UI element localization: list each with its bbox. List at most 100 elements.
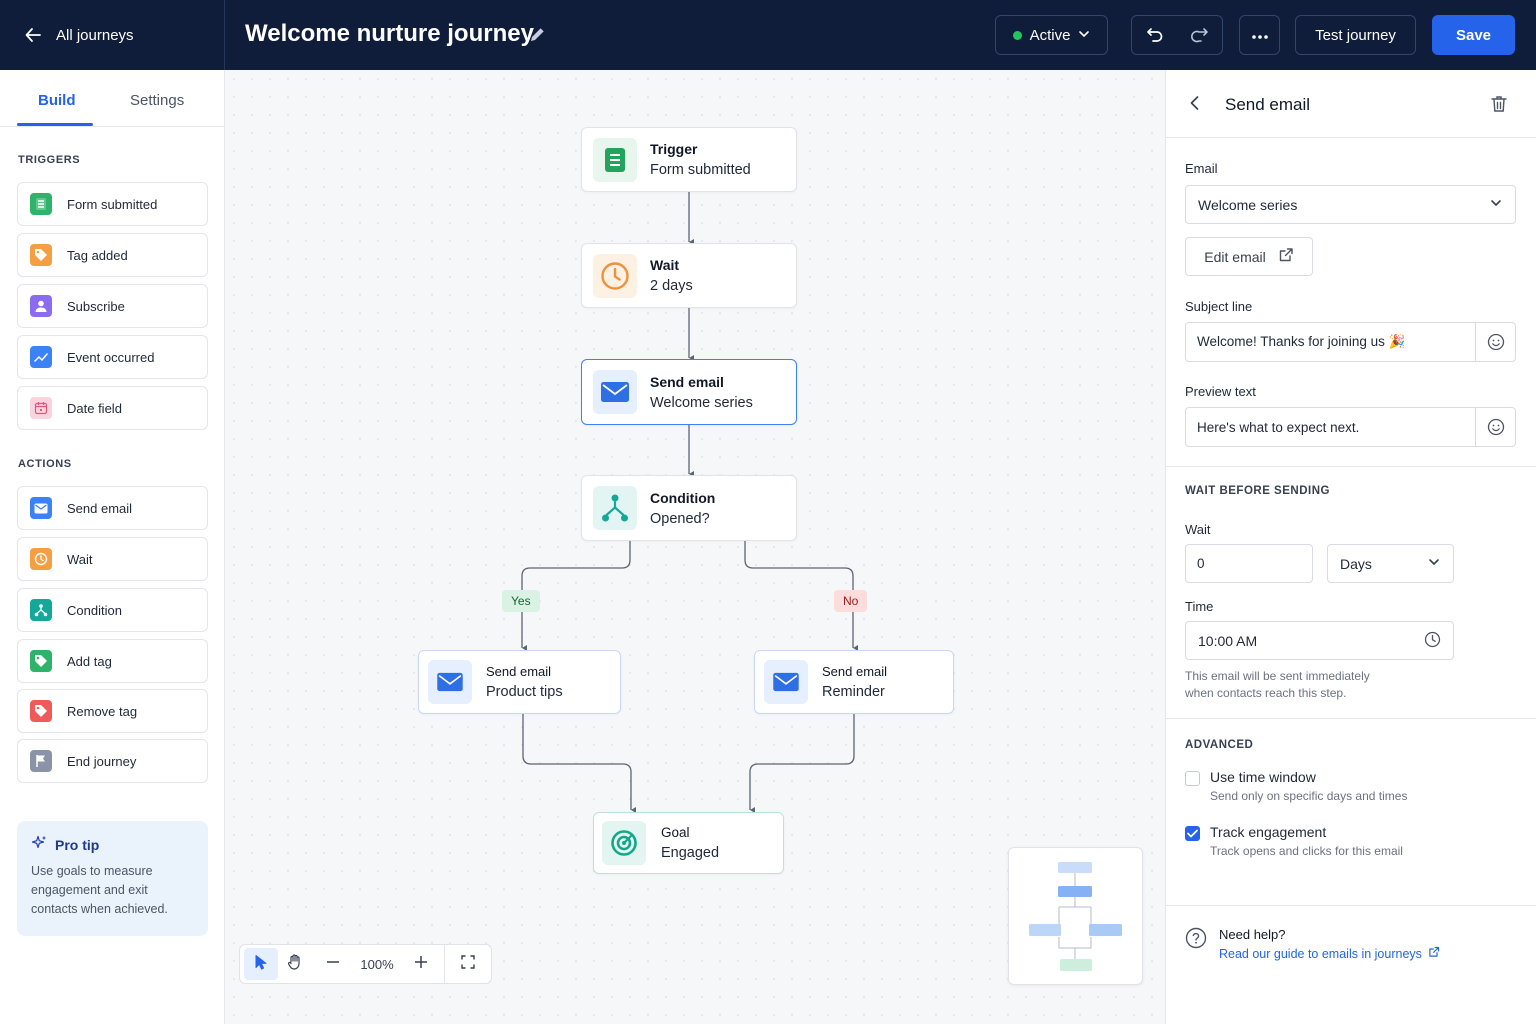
wait-amount-input[interactable]: 0 bbox=[1185, 544, 1313, 583]
clock-icon bbox=[1424, 631, 1441, 651]
node-condition[interactable]: Condition Opened? bbox=[581, 475, 797, 541]
node-trigger[interactable]: Trigger Form submitted bbox=[581, 127, 797, 192]
canvas-toolbar: 100% bbox=[239, 944, 492, 984]
expand-icon bbox=[461, 954, 475, 974]
sparkle-icon bbox=[31, 835, 47, 854]
palette-item-label: Tag added bbox=[67, 247, 128, 263]
question-circle-icon bbox=[1185, 927, 1207, 961]
journey-canvas[interactable]: Trigger Form submitted Wait 2 days Send … bbox=[225, 70, 1165, 1024]
palette-send-email[interactable]: Send email bbox=[17, 486, 208, 530]
palette-date-field[interactable]: Date field bbox=[17, 386, 208, 430]
undo-redo-group bbox=[1131, 15, 1223, 55]
preview-input[interactable]: Here's what to expect next. bbox=[1185, 407, 1516, 447]
tag-icon bbox=[30, 700, 52, 722]
branch-label-no: No bbox=[834, 590, 868, 612]
palette-event-occurred[interactable]: Event occurred bbox=[17, 335, 208, 379]
section-divider bbox=[1166, 718, 1536, 719]
clock-icon bbox=[593, 253, 637, 298]
track-engagement-checkbox[interactable] bbox=[1185, 826, 1200, 841]
pan-tool[interactable] bbox=[278, 948, 312, 980]
emoji-icon[interactable] bbox=[1475, 408, 1515, 446]
status-label: Active bbox=[1029, 26, 1071, 44]
node-text: Goal Engaged bbox=[661, 825, 719, 861]
palette-tag-added[interactable]: Tag added bbox=[17, 233, 208, 277]
clock-icon bbox=[30, 548, 52, 570]
pencil-icon[interactable] bbox=[528, 24, 548, 49]
node-send-email-welcome[interactable]: Send email Welcome series bbox=[581, 359, 797, 425]
trash-icon[interactable] bbox=[1489, 94, 1509, 119]
emoji-icon[interactable] bbox=[1475, 323, 1515, 361]
time-window-checkbox[interactable] bbox=[1185, 771, 1200, 786]
plus-icon bbox=[414, 955, 428, 974]
palette-item-label: Add tag bbox=[67, 653, 112, 669]
more-options-button[interactable] bbox=[1239, 15, 1280, 55]
section-divider bbox=[1166, 466, 1536, 467]
palette-item-label: Event occurred bbox=[67, 349, 155, 365]
node-goal[interactable]: Goal Engaged bbox=[593, 812, 784, 874]
checkmark-icon bbox=[1187, 829, 1198, 838]
tab-settings[interactable]: Settings bbox=[130, 92, 185, 109]
form-icon bbox=[593, 137, 637, 182]
palette-item-label: Send email bbox=[67, 500, 133, 516]
panel-title: Send email bbox=[1225, 95, 1311, 114]
node-send-email-tips[interactable]: Send email Product tips bbox=[418, 650, 621, 714]
palette-add-tag[interactable]: Add tag bbox=[17, 639, 208, 683]
left-panel: Build Settings TRIGGERS Form submitted T… bbox=[0, 70, 225, 1024]
pro-tip-card: Pro tip Use goals to measure engagement … bbox=[17, 821, 208, 936]
preview-label: Preview text bbox=[1185, 384, 1256, 399]
save-button[interactable]: Save bbox=[1432, 15, 1515, 55]
palette-item-label: Date field bbox=[67, 400, 122, 416]
active-tab-indicator bbox=[17, 123, 93, 126]
mail-icon bbox=[30, 497, 52, 519]
palette-end-journey[interactable]: End journey bbox=[17, 739, 208, 783]
palette-form-submitted[interactable]: Form submitted bbox=[17, 182, 208, 226]
redo-icon[interactable] bbox=[1177, 25, 1222, 45]
zoom-out-button[interactable] bbox=[316, 948, 350, 980]
node-text: Send email Product tips bbox=[486, 664, 563, 700]
node-wait[interactable]: Wait 2 days bbox=[581, 243, 797, 308]
select-tool[interactable] bbox=[244, 948, 278, 980]
test-journey-button[interactable]: Test journey bbox=[1295, 15, 1416, 55]
wait-before-sending-heading: WAIT BEFORE SENDING bbox=[1185, 485, 1330, 497]
palette-remove-tag[interactable]: Remove tag bbox=[17, 689, 208, 733]
help-guide-link[interactable]: Read our guide to emails in journeys bbox=[1219, 946, 1440, 961]
node-subtitle: Opened? bbox=[650, 510, 710, 527]
triggers-heading: TRIGGERS bbox=[18, 154, 81, 166]
subject-input[interactable]: Welcome! Thanks for joining us 🎉 bbox=[1185, 322, 1516, 362]
edit-email-button[interactable]: Edit email bbox=[1185, 237, 1313, 276]
node-text: Send email Reminder bbox=[822, 664, 887, 700]
email-select[interactable]: Welcome series bbox=[1185, 185, 1516, 224]
minus-icon bbox=[326, 955, 340, 974]
toolbar-divider bbox=[444, 944, 445, 984]
help-link-label: Read our guide to emails in journeys bbox=[1219, 946, 1422, 961]
wait-unit-select[interactable]: Days bbox=[1327, 544, 1454, 583]
time-input[interactable]: 10:00 AM bbox=[1185, 621, 1454, 660]
status-dropdown[interactable]: Active bbox=[995, 15, 1108, 55]
node-send-email-reminder[interactable]: Send email Reminder bbox=[754, 650, 954, 714]
palette-wait[interactable]: Wait bbox=[17, 537, 208, 581]
node-subtitle: Engaged bbox=[661, 845, 720, 861]
palette-condition[interactable]: Condition bbox=[17, 588, 208, 632]
tab-build[interactable]: Build bbox=[38, 92, 76, 109]
zoom-in-button[interactable] bbox=[404, 948, 438, 980]
palette-item-label: Condition bbox=[67, 602, 122, 618]
node-title: Send email bbox=[486, 664, 552, 679]
node-subtitle: 2 days bbox=[650, 278, 693, 294]
fit-view-button[interactable] bbox=[451, 948, 485, 980]
flag-icon bbox=[30, 750, 52, 772]
chevron-left-icon[interactable] bbox=[1186, 94, 1204, 117]
subject-value: Welcome! Thanks for joining us 🎉 bbox=[1197, 334, 1406, 349]
node-title: Goal bbox=[661, 825, 690, 840]
palette-item-label: Form submitted bbox=[67, 196, 158, 212]
undo-icon[interactable] bbox=[1132, 25, 1177, 45]
form-icon bbox=[30, 193, 52, 215]
minimap-preview bbox=[1029, 862, 1122, 971]
preview-value: Here's what to expect next. bbox=[1197, 419, 1360, 435]
minimap[interactable] bbox=[1008, 847, 1143, 985]
actions-heading: ACTIONS bbox=[18, 458, 72, 470]
time-label: Time bbox=[1185, 599, 1214, 614]
node-subtitle: Reminder bbox=[822, 684, 885, 700]
palette-subscribe[interactable]: Subscribe bbox=[17, 284, 208, 328]
email-select-value: Welcome series bbox=[1198, 196, 1298, 213]
all-journeys-back-link[interactable]: All journeys bbox=[0, 0, 225, 70]
